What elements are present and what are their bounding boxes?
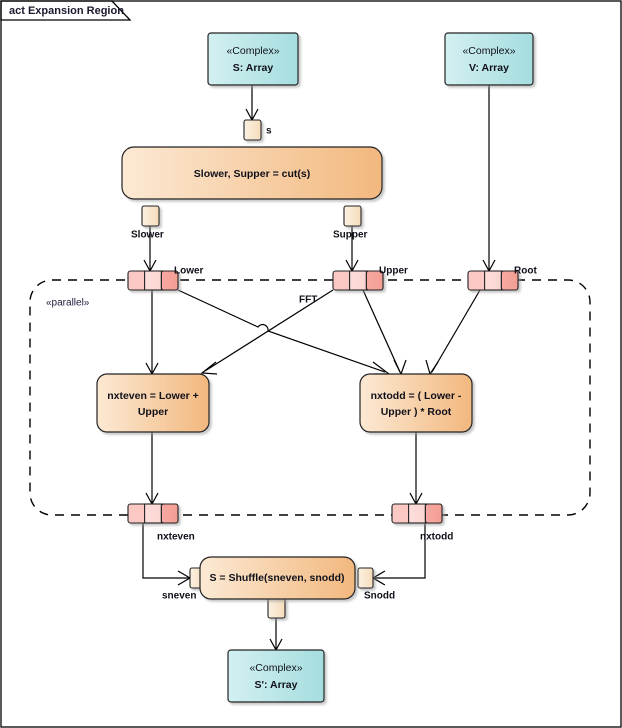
edge-v-to-root	[482, 85, 496, 273]
edge-nxtodd-to-snodd	[371, 523, 426, 586]
object-node-s-prime-array[interactable]: «Complex» S': Array	[227, 649, 325, 703]
expansion-node-lower[interactable]: Lower	[127, 266, 204, 291]
pin-slower[interactable]: Slower	[131, 205, 164, 241]
action-nxteven-label-line2: Upper	[138, 406, 168, 418]
expansion-node-nxtodd[interactable]: nxtodd	[391, 503, 453, 543]
pin-s[interactable]: s	[243, 119, 272, 141]
edge-root-to-nxtodd	[425, 289, 481, 376]
pin-slower-label: Slower	[131, 230, 164, 241]
edge-nxteven-action-to-node	[145, 432, 159, 506]
pin-supper[interactable]: Supper	[333, 205, 368, 241]
edge-shuffle-to-sprime	[269, 618, 283, 652]
expansion-node-upper[interactable]: Upper	[332, 266, 408, 291]
action-shuffle[interactable]: S = Shuffle(sneven, snodd)	[199, 556, 356, 600]
pin-s-label: s	[266, 126, 272, 137]
expansion-node-root-label: Root	[514, 266, 537, 277]
object-node-v-array[interactable]: «Complex» V: Array	[444, 32, 534, 86]
object-node-s-prime-stereotype: «Complex»	[249, 662, 302, 674]
expansion-node-nxteven-label: nxteven	[157, 532, 195, 543]
edge-s-to-cut	[245, 85, 259, 122]
expansion-node-nxtodd-label: nxtodd	[420, 532, 453, 543]
object-node-v-array-name: V: Array	[469, 62, 509, 74]
edge-lower-to-nxteven	[145, 290, 159, 376]
pin-sneven[interactable]: sneven	[162, 567, 206, 602]
region-stereotype-label: «parallel»	[46, 298, 90, 309]
pin-snodd[interactable]: Snodd	[357, 567, 395, 602]
edge-upper-to-nxtodd	[362, 289, 407, 376]
expansion-node-lower-label: Lower	[174, 266, 204, 277]
expansion-nodes-layer: Lower Upper Root nxteven	[127, 266, 537, 543]
expansion-node-nxteven[interactable]: nxteven	[127, 503, 195, 543]
frame-label: act Expansion Region	[9, 5, 124, 17]
action-nxtodd-label-line1: nxtodd = ( Lower -	[371, 390, 462, 402]
expansion-node-root[interactable]: Root	[467, 266, 537, 291]
actions-layer: Slower, Supper = cut(s) nxteven = Lower …	[96, 146, 473, 600]
edge-nxtodd-action-to-node	[409, 432, 423, 506]
edge-label-fft: FFT	[299, 295, 317, 306]
action-cut-label: Slower, Supper = cut(s)	[194, 168, 310, 180]
edge-upper-to-nxteven	[200, 289, 334, 375]
pin-snodd-label: Snodd	[364, 591, 395, 602]
object-nodes-layer: «Complex» S: Array «Complex» V: Array «C…	[207, 32, 534, 703]
object-node-s-array-name: S: Array	[233, 62, 274, 74]
expansion-region[interactable]: «parallel»	[29, 279, 591, 516]
action-nxteven[interactable]: nxteven = Lower + Upper	[96, 373, 210, 433]
action-nxteven-label-line1: nxteven = Lower +	[107, 390, 199, 402]
object-node-s-array-stereotype: «Complex»	[226, 45, 279, 57]
pin-sneven-label: sneven	[162, 591, 196, 602]
action-nxtodd-label-line2: Upper ) * Root	[381, 406, 452, 418]
object-node-s-array[interactable]: «Complex» S: Array	[207, 32, 299, 86]
object-node-s-prime-name: S': Array	[255, 679, 298, 691]
edge-lower-to-nxtodd	[177, 289, 391, 375]
action-cut[interactable]: Slower, Supper = cut(s)	[121, 146, 383, 200]
action-nxtodd[interactable]: nxtodd = ( Lower - Upper ) * Root	[359, 373, 473, 433]
pin-s-out[interactable]	[267, 597, 286, 619]
pin-supper-label: Supper	[333, 230, 368, 241]
object-node-v-array-stereotype: «Complex»	[462, 45, 515, 57]
action-shuffle-label: S = Shuffle(sneven, snodd)	[209, 572, 344, 584]
expansion-node-upper-label: Upper	[379, 266, 408, 277]
